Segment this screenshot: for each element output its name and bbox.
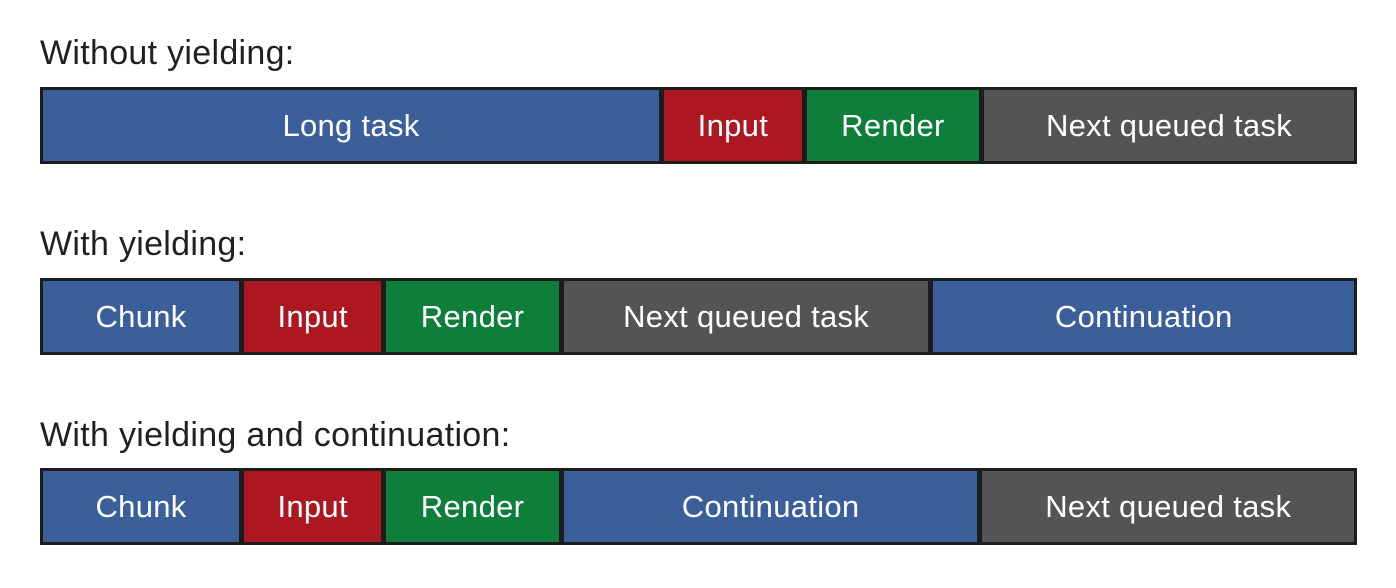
- task-segment-label: Input: [277, 489, 348, 525]
- task-segment: Input: [661, 86, 805, 164]
- task-segment: Chunk: [40, 277, 243, 355]
- timeline-section: Without yielding: Long task Input Render…: [40, 33, 1357, 164]
- task-segment: Continuation: [560, 468, 981, 546]
- task-segment-label: Input: [277, 298, 348, 334]
- task-segment-label: Render: [420, 298, 525, 334]
- task-segment-label: Next queued task: [1045, 107, 1293, 143]
- task-segment: Input: [241, 468, 385, 546]
- task-segment-label: Input: [697, 107, 769, 143]
- task-segment: Render: [383, 277, 562, 355]
- task-segment: Long task: [40, 86, 663, 164]
- task-segment: Render: [803, 86, 982, 164]
- task-segment-label: Next queued task: [1045, 489, 1292, 525]
- task-segment-label: Render: [420, 489, 525, 525]
- timeline-bar: Chunk Input Render Continuation Next que…: [40, 468, 1357, 546]
- task-segment-label: Chunk: [95, 489, 187, 525]
- task-segment-label: Continuation: [681, 489, 860, 525]
- task-segment-label: Continuation: [1054, 298, 1233, 334]
- task-segment-label: Long task: [282, 107, 420, 143]
- task-segment: Next queued task: [980, 86, 1357, 164]
- task-scheduling-diagram: Without yielding: Long task Input Render…: [40, 33, 1357, 546]
- section-heading: Without yielding:: [40, 34, 295, 72]
- task-segment-label: Next queued task: [623, 298, 870, 334]
- task-segment-label: Chunk: [95, 298, 187, 334]
- task-segment: Input: [241, 277, 385, 355]
- task-segment-label: Render: [841, 107, 945, 143]
- section-heading: With yielding:: [40, 224, 247, 263]
- timeline-bar: Long task Input Render Next queued task: [40, 86, 1357, 164]
- task-segment: Next queued task: [979, 468, 1357, 546]
- task-segment: Next queued task: [560, 277, 932, 355]
- task-segment: Chunk: [40, 468, 243, 546]
- timeline-bar: Chunk Input Render Next queued task Cont…: [40, 277, 1357, 355]
- section-heading: With yielding and continuation:: [40, 415, 511, 454]
- timeline-section: With yielding: Chunk Input Render Next q…: [40, 224, 1357, 355]
- task-segment: Continuation: [930, 277, 1357, 355]
- timeline-section: With yielding and continuation: Chunk In…: [40, 415, 1357, 546]
- task-segment: Render: [383, 468, 562, 546]
